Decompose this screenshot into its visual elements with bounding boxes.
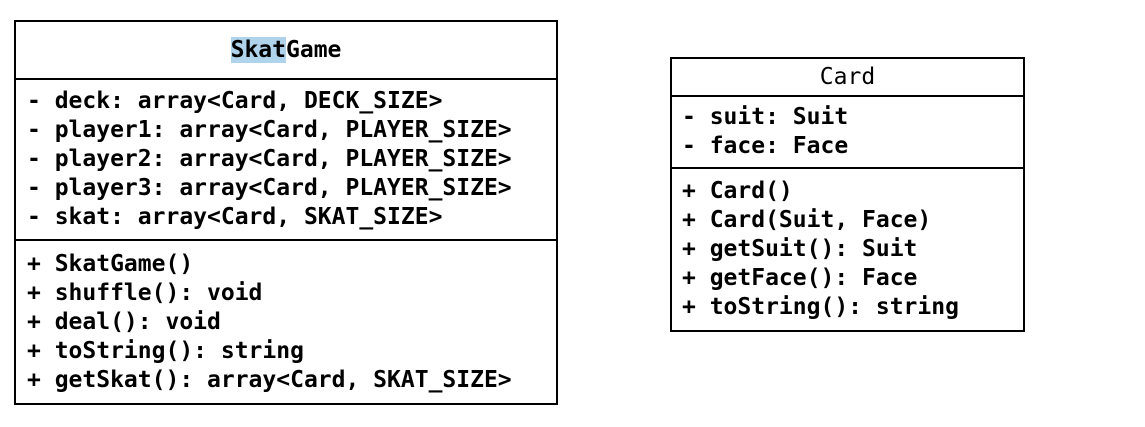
- method-row: + deal(): void: [27, 309, 221, 335]
- class-methods-card: + Card() + Card(Suit, Face) + getSuit():…: [672, 169, 1023, 330]
- class-attributes-skatgame: - deck: array<Card, DECK_SIZE> - player1…: [16, 80, 556, 241]
- class-name-skatgame: SkatGame: [230, 37, 342, 63]
- method-row: + getFace(): Face: [682, 265, 918, 291]
- method-row: + Card(Suit, Face): [682, 207, 932, 233]
- class-title-compartment-card: Card: [672, 59, 1023, 97]
- class-title-compartment-skatgame: SkatGame: [16, 22, 556, 80]
- method-row: + toString(): string: [682, 294, 959, 320]
- method-row: + getSuit(): Suit: [682, 236, 918, 262]
- uml-class-skatgame[interactable]: SkatGame - deck: array<Card, DECK_SIZE> …: [14, 20, 558, 405]
- class-attributes-card: - suit: Suit - face: Face: [672, 97, 1023, 169]
- method-row: + SkatGame(): [27, 251, 194, 277]
- class-name-selected-text: Skat: [230, 37, 286, 63]
- attribute-row: - suit: Suit: [682, 104, 849, 130]
- attribute-row: - deck: array<Card, DECK_SIZE>: [27, 88, 443, 114]
- attribute-row: - skat: array<Card, SKAT_SIZE>: [27, 204, 443, 230]
- method-row: + getSkat(): array<Card, SKAT_SIZE>: [27, 367, 512, 393]
- method-row: + toString(): string: [27, 338, 304, 364]
- class-name-remainder-text: Game: [286, 37, 342, 63]
- attribute-row: - player1: array<Card, PLAYER_SIZE>: [27, 117, 512, 143]
- attribute-row: - player2: array<Card, PLAYER_SIZE>: [27, 146, 512, 172]
- attribute-row: - face: Face: [682, 133, 849, 159]
- attribute-row: - player3: array<Card, PLAYER_SIZE>: [27, 175, 512, 201]
- class-name-card: Card: [819, 64, 876, 90]
- method-row: + Card(): [682, 178, 793, 204]
- class-methods-skatgame: + SkatGame() + shuffle(): void + deal():…: [16, 241, 556, 403]
- uml-class-card[interactable]: Card - suit: Suit - face: Face + Card() …: [670, 57, 1025, 332]
- method-row: + shuffle(): void: [27, 280, 263, 306]
